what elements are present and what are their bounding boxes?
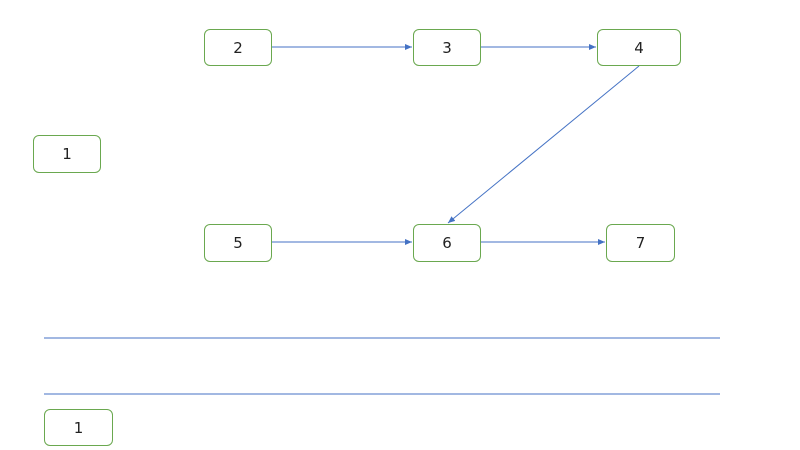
- node-1-bottom-label: 1: [73, 418, 84, 437]
- node-7-label: 7: [635, 234, 646, 252]
- node-3-label: 3: [442, 38, 452, 57]
- node-7[interactable]: 7: [606, 224, 675, 262]
- node-5[interactable]: 5: [204, 224, 272, 262]
- node-6-label: 6: [442, 234, 452, 252]
- node-4-label: 4: [634, 38, 644, 57]
- node-6[interactable]: 6: [413, 224, 481, 262]
- node-1-bottom[interactable]: 1: [44, 409, 113, 446]
- node-3[interactable]: 3: [413, 29, 481, 66]
- node-1-left-label: 1: [62, 145, 72, 163]
- node-5-label: 5: [233, 234, 243, 252]
- edge-4-to-6: [447, 65, 640, 224]
- node-2-label: 2: [233, 38, 243, 57]
- node-1-left[interactable]: 1: [33, 135, 101, 173]
- node-4[interactable]: 4: [597, 29, 681, 66]
- node-2[interactable]: 2: [204, 29, 272, 66]
